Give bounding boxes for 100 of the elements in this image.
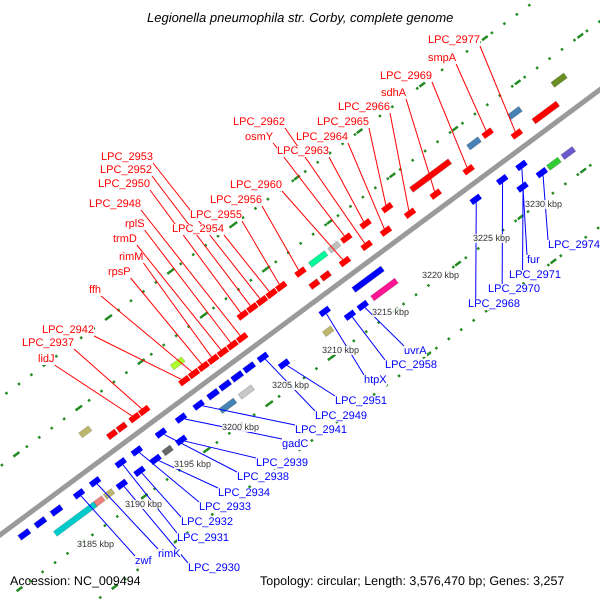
gene-block (256, 295, 268, 306)
gene-block (404, 208, 416, 219)
gene-label: uvrA (404, 346, 427, 357)
gene-label: LPC_2941 (295, 425, 347, 436)
gene-block (174, 412, 188, 424)
gene-block (344, 309, 356, 321)
gene-block (265, 288, 278, 300)
leader-line (348, 142, 385, 230)
leader-line (328, 156, 364, 222)
gene-label: fur (527, 255, 540, 266)
gene-label: LPC_2958 (385, 360, 437, 371)
scale-label: 3185 kbp (77, 540, 114, 549)
title: Legionella pneumophila str. Corby, complete genome (147, 11, 454, 24)
gene-label: sdhA (381, 88, 406, 99)
leader-line (140, 210, 241, 336)
leader-line (80, 495, 136, 556)
gene-block (462, 164, 475, 176)
gene-label: LPC_2971 (509, 270, 561, 281)
leader-line (124, 486, 188, 564)
footer-text: Accession: NC_009494 (10, 575, 141, 588)
leader-line (100, 296, 192, 372)
gene-label: LPC_2931 (177, 533, 229, 544)
gene-block (207, 354, 220, 365)
scale-label: 3220 kbp (422, 271, 460, 280)
gene-label: LPC_2956 (210, 195, 262, 206)
gene-block (116, 478, 128, 490)
gene-block (380, 225, 392, 237)
gene-label: LPC_2955 (190, 210, 242, 221)
leader-line (202, 405, 296, 426)
leader-line (326, 313, 364, 376)
leader-line (158, 460, 218, 488)
scale-label: 3195 kbp (174, 460, 212, 469)
gene-label: LPC_2937 (22, 338, 74, 349)
gene-block (359, 218, 372, 230)
gene-block (192, 399, 205, 411)
leader-line (480, 46, 516, 132)
gene-block (236, 309, 249, 321)
gene-label: LPC_2930 (188, 563, 240, 574)
gene-label: rimM (119, 252, 144, 263)
gene-block (338, 256, 352, 268)
scale-label: 3230 kbp (525, 200, 562, 209)
leader-line (286, 365, 336, 396)
gene-label: zwf (135, 556, 152, 567)
gene-label: LPC_2977 (428, 35, 480, 46)
gene-block (356, 300, 369, 312)
gene-label: gadC (282, 439, 308, 450)
leader-line (368, 128, 386, 206)
gene-label: LPC_2960 (230, 180, 282, 191)
gene-block (178, 375, 191, 386)
leader-line (542, 175, 548, 240)
gene-label: ffh (89, 285, 102, 296)
gene-block (516, 181, 529, 193)
leader-line (406, 98, 436, 192)
leader-line (475, 202, 477, 300)
gene-label: lidJ (38, 354, 55, 365)
gene-block (340, 232, 352, 244)
gene-block (130, 445, 144, 457)
leader-line (150, 190, 242, 314)
gene-label: LPC_2968 (468, 299, 520, 310)
gene-label: LPC_2939 (256, 458, 308, 469)
gene-label: LPC_2966 (338, 102, 390, 113)
gene-label: LPC_2969 (380, 71, 432, 82)
leader-line (352, 316, 386, 360)
gene-block (496, 174, 508, 186)
leader-line (502, 182, 504, 284)
gene-block (149, 454, 162, 466)
gene-block (175, 434, 188, 446)
leader-line (521, 168, 528, 256)
footer-text: Topology: circular; Length: 3,576,470 bp; Genes: 3,257 (260, 575, 564, 588)
gene-label: LPC_2962 (233, 117, 285, 128)
leader-line (456, 64, 487, 132)
leader-line (96, 484, 158, 550)
gene-block (216, 346, 230, 358)
gene-label: LPC_2951 (335, 396, 387, 407)
gene-label: rpsP (108, 267, 131, 278)
scale-label: 3210 kbp (322, 346, 360, 355)
gene-label: LPC_2949 (315, 411, 367, 422)
scale-label: 3225 kbp (473, 234, 510, 243)
gene-block (536, 167, 548, 178)
gene-label: htpX (364, 375, 387, 386)
leader-line (144, 230, 232, 344)
leader-line (94, 336, 182, 380)
gene-block (138, 404, 150, 416)
leader-line (224, 234, 270, 292)
gene-label: LPC_2963 (277, 146, 329, 157)
leader-line (54, 364, 132, 416)
gene-label: LPC_2953 (101, 152, 153, 163)
gene-block (256, 352, 270, 363)
leader-line (164, 434, 238, 472)
scale-label: 3200 kbp (222, 423, 260, 432)
gene-label: LPC_2974 (548, 240, 600, 251)
gene-block (294, 266, 307, 278)
gene-label: rimK (158, 549, 181, 560)
leader-line (142, 472, 182, 518)
gene-label: LPC_2932 (181, 517, 233, 528)
leader-line (122, 464, 178, 534)
gene-label: LPC_2950 (98, 179, 150, 190)
gene-block (278, 358, 290, 370)
gene-label: LPC_2964 (296, 132, 348, 143)
leader-line (74, 348, 142, 410)
